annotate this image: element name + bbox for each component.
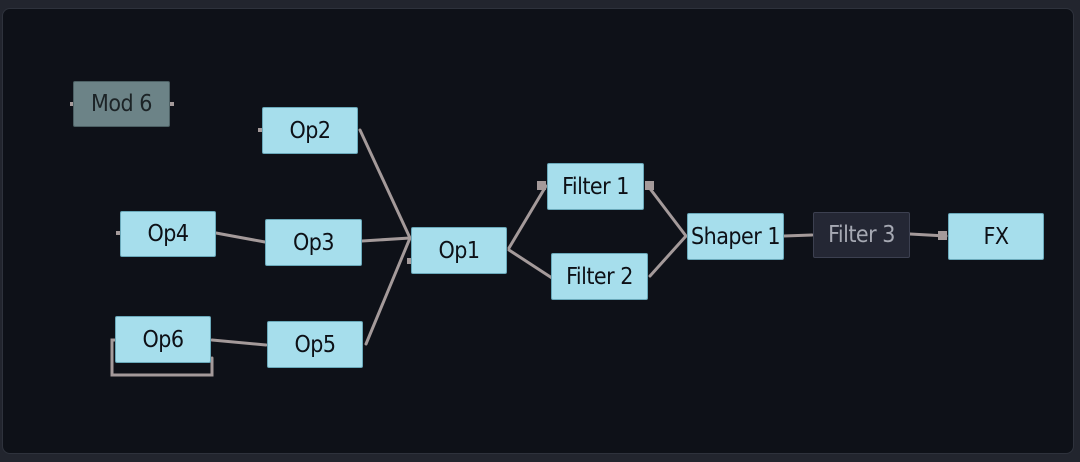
node-op4[interactable]: Op4 <box>120 211 216 257</box>
node-filter1[interactable]: Filter 1 <box>547 163 644 210</box>
node-op3-label: Op3 <box>292 229 335 256</box>
filter1-input-port[interactable] <box>537 181 546 190</box>
node-op2-label: Op2 <box>289 117 331 144</box>
op4-input-port[interactable] <box>116 231 120 235</box>
node-op1[interactable]: Op1 <box>411 227 507 274</box>
node-op1-label: Op1 <box>438 237 480 264</box>
node-op3[interactable]: Op3 <box>265 219 362 266</box>
node-shaper1[interactable]: Shaper 1 <box>687 213 784 260</box>
mod6-output-port[interactable] <box>170 102 174 106</box>
op2-input-port[interactable] <box>258 128 262 132</box>
node-filter2-label: Filter 2 <box>566 263 633 290</box>
mod6-input-port[interactable] <box>70 102 74 106</box>
filter1-output-port[interactable] <box>645 181 654 190</box>
node-fx[interactable]: FX <box>948 213 1044 260</box>
node-op6[interactable]: Op6 <box>115 316 211 363</box>
node-shaper1-label: Shaper 1 <box>690 223 781 250</box>
node-mod6[interactable]: Mod 6 <box>73 81 170 127</box>
node-op2[interactable]: Op2 <box>262 107 358 154</box>
node-filter3[interactable]: Filter 3 <box>813 212 910 258</box>
node-fx-label: FX <box>983 223 1009 250</box>
node-op5-label: Op5 <box>294 331 336 358</box>
node-filter2[interactable]: Filter 2 <box>551 253 648 300</box>
fx-input-port[interactable] <box>938 231 947 240</box>
node-filter1-label: Filter 1 <box>562 173 629 200</box>
node-mod6-label: Mod 6 <box>91 91 152 117</box>
node-filter3-label: Filter 3 <box>828 222 895 248</box>
node-op4-label: Op4 <box>147 221 189 247</box>
op1-input-port[interactable] <box>407 258 411 264</box>
node-op5[interactable]: Op5 <box>267 321 363 368</box>
node-op6-label: Op6 <box>142 326 184 353</box>
